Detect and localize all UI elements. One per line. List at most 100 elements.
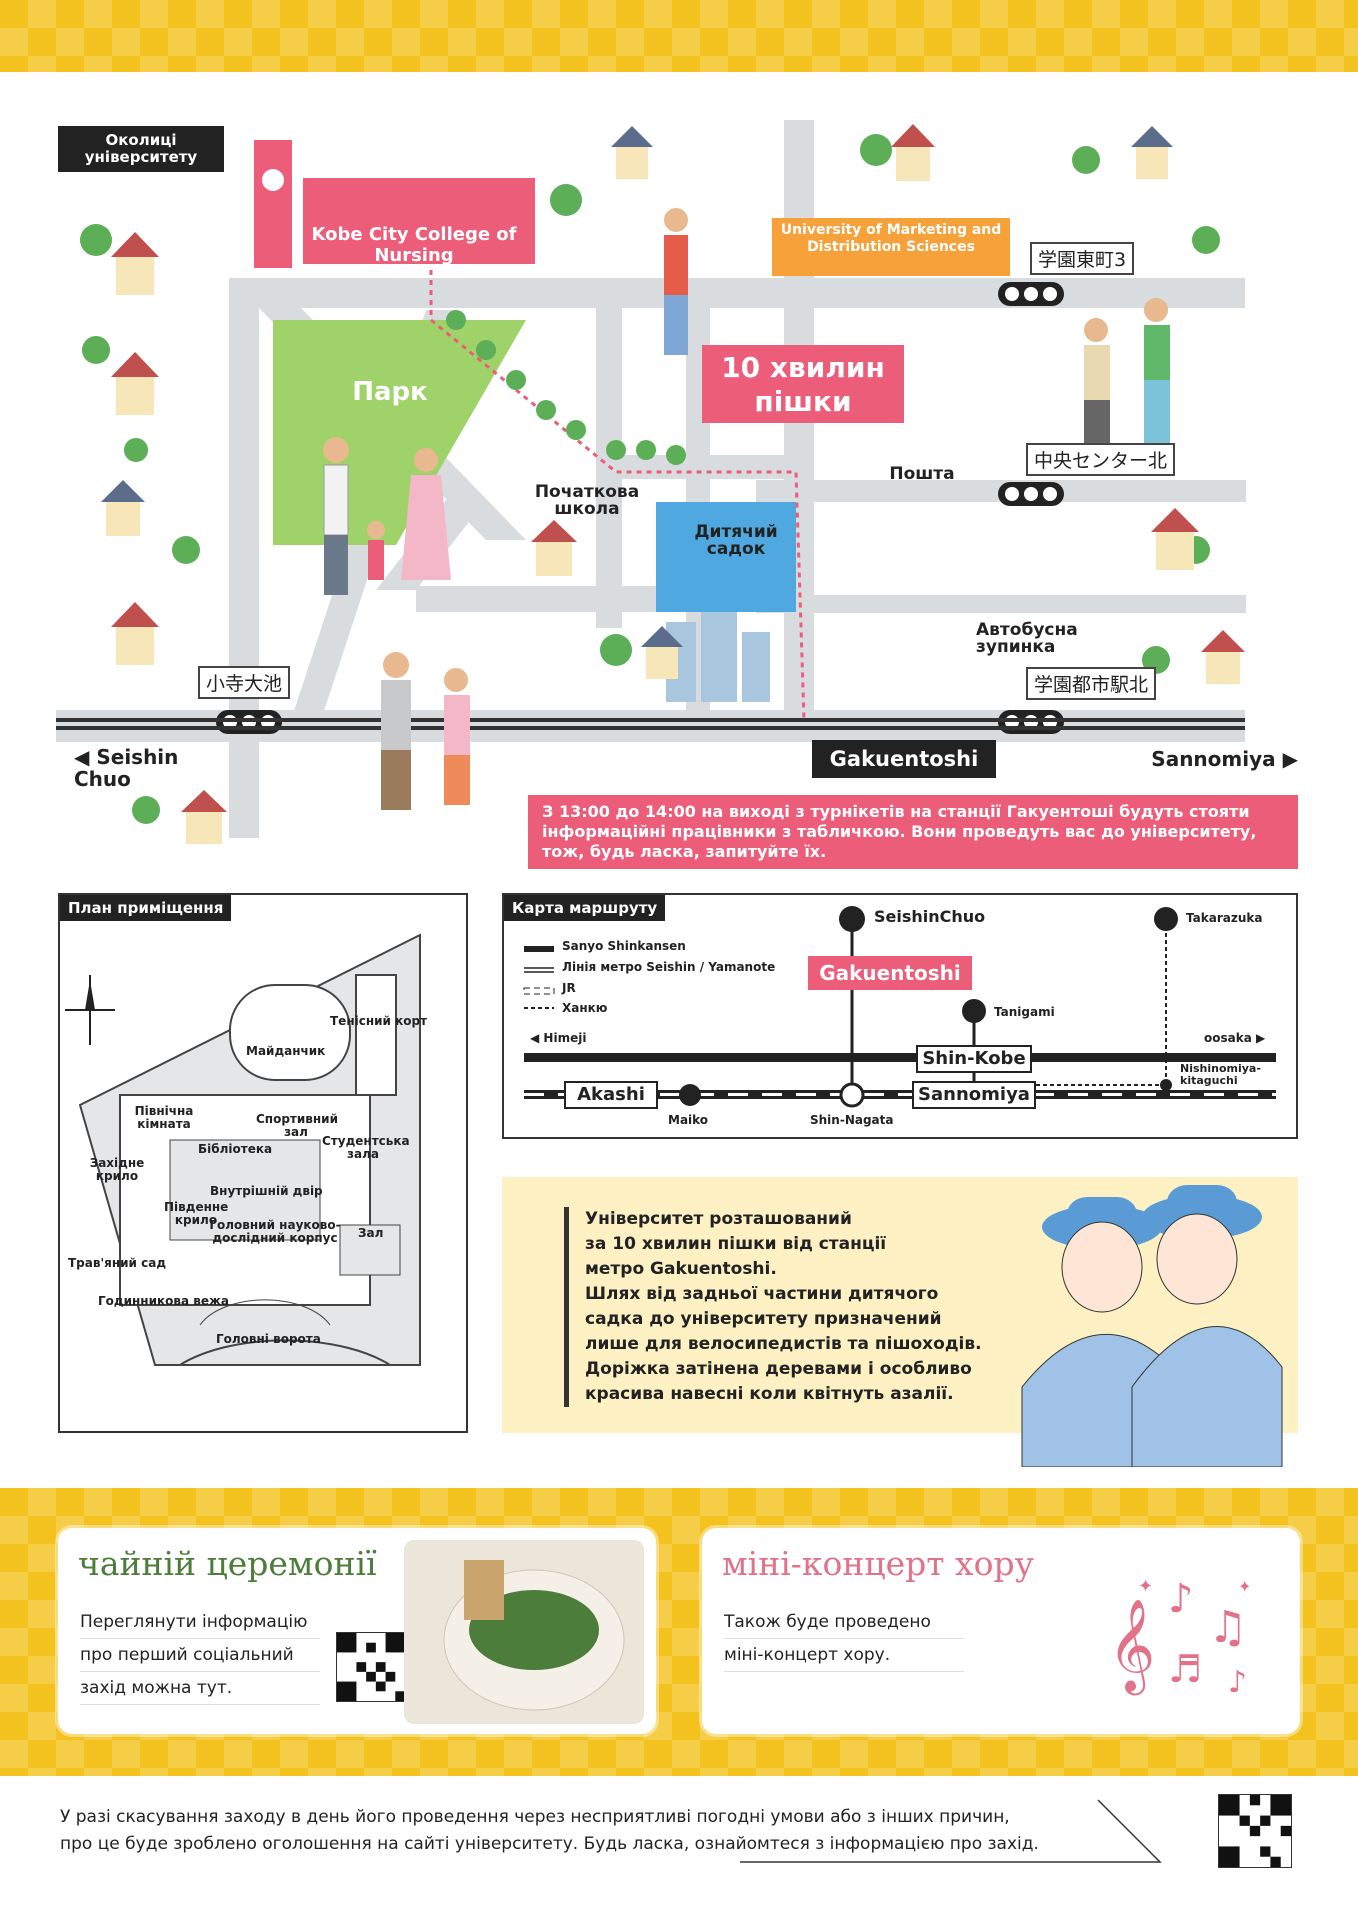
tea-line: про перший соціальний <box>80 1639 320 1672</box>
station-tanigami: Tanigami <box>994 1005 1055 1019</box>
south-wing-label: Південне крило <box>164 1200 229 1227</box>
railway-line-bottom <box>56 726 1245 730</box>
footer-line: про це буде зроблено оголошення на сайті… <box>60 1834 1039 1854</box>
road-bus <box>756 595 1246 613</box>
west-arrow-icon: ◀ <box>74 745 97 769</box>
info-line: Університет розташований <box>585 1209 852 1229</box>
sign-chuo-center: 中央センター北 <box>1026 443 1176 476</box>
station-shinkobe: Shin-Kobe <box>916 1045 1032 1073</box>
railway-line-top <box>56 718 1245 722</box>
neighborhood-map <box>56 120 1246 844</box>
svg-text:♬: ♬ <box>1168 1647 1202 1691</box>
road-west <box>229 278 259 838</box>
legend-jr: JR <box>562 981 576 995</box>
choir-title: міні-концерт хору <box>722 1544 1035 1583</box>
choir-body: Також буде проведено міні-концерт хору. <box>724 1606 964 1672</box>
sign-gakuen-toshi: 学園都市駅北 <box>1026 667 1157 700</box>
main-gate-label: Головні ворота <box>216 1332 321 1346</box>
park-label: Парк <box>352 377 428 407</box>
station-akashi: Akashi <box>564 1081 658 1109</box>
area-tag: Околиці університету <box>58 126 224 172</box>
floor-plan-drawing <box>65 933 421 1366</box>
info-line: за 10 хвилин пішки від станції <box>585 1234 887 1254</box>
hall-label: Зал <box>358 1226 384 1240</box>
tea-body: Переглянути інформацію про перший соціал… <box>80 1606 320 1705</box>
dir-oosaka: oosaka ▶ <box>1204 1031 1266 1045</box>
svg-text:♪: ♪ <box>1228 1665 1247 1700</box>
library-label: Бібліотека <box>198 1142 273 1156</box>
route-map-panel: Карта маршруту Sanyo Shinkansen Лінія ме… <box>502 893 1298 1139</box>
svg-text:✦: ✦ <box>1238 1577 1251 1596</box>
school-label: Початкова школа <box>534 482 640 519</box>
svg-text:✦: ✦ <box>1138 1576 1153 1597</box>
staff-notice: З 13:00 до 14:00 на виході з турнікетів … <box>528 795 1298 869</box>
floor-plan-tag: План приміщення <box>60 895 232 921</box>
music-notes-icon: 𝄞 ♪ ♫ ♬ ♪ ✦ ✦ <box>1108 1576 1251 1700</box>
west-station-label: ◀ Seishin Chuo <box>74 745 179 791</box>
walk-time-label: 10 хвилин пішки <box>702 345 904 423</box>
north-room-label: Північна кімната <box>134 1104 194 1131</box>
route-map-tag: Карта маршруту <box>504 895 666 921</box>
post-office-label: Пошта <box>889 464 955 484</box>
qr-icon <box>1219 1795 1291 1867</box>
footer-arrow-line <box>740 1799 1162 1863</box>
svg-text:♫: ♫ <box>1208 1602 1247 1653</box>
info-line: красива навесні коли квітнуть азалії. <box>585 1384 954 1404</box>
info-line: лише для велосипедистів та пішоходів. <box>585 1334 982 1354</box>
college-label: Kobe City College of Nursing <box>311 224 517 266</box>
tea-ceremony-card: чайній церемонії Переглянути інформацію … <box>58 1528 656 1734</box>
station-seishinchuo: SeishinChuo <box>874 907 986 926</box>
svg-text:♪: ♪ <box>1168 1576 1194 1622</box>
east-station-label: Sannomiya ▶ <box>1151 747 1298 771</box>
cancellation-notice: У разі скасування заходу в день його про… <box>60 1804 1039 1858</box>
tea-photo <box>404 1540 644 1724</box>
commercial-label: Комерційні об'єкти <box>825 548 937 585</box>
tea-line: Переглянути інформацію <box>80 1606 320 1639</box>
west-wing-label: Західне крило <box>89 1156 145 1183</box>
college-building <box>303 178 535 264</box>
footer-line: У разі скасування заходу в день його про… <box>60 1807 1010 1827</box>
lawn-label: Трав'яний сад <box>68 1256 167 1270</box>
access-info-box: Університет розташований за 10 хвилин пі… <box>502 1177 1298 1467</box>
courtyard-label: Внутрішній двір <box>210 1184 323 1198</box>
gym-label: Спортивний зал <box>256 1112 338 1139</box>
info-line: Шлях від задньої частини дитячого <box>585 1284 939 1304</box>
clock-tower <box>254 140 292 268</box>
dir-himeji: ◀ Himeji <box>530 1031 587 1045</box>
sign-kodera: 小寺大池 <box>198 666 291 699</box>
choir-concert-card: міні-концерт хору Також буде проведено м… <box>702 1528 1300 1734</box>
oosaka-arrow-icon: ▶ <box>1251 1031 1266 1045</box>
sign-gakuen-higashi: 学園東町3 <box>1030 242 1135 275</box>
footer-qr-code[interactable] <box>1218 1794 1292 1868</box>
route-map-drawing <box>523 906 1276 1108</box>
tea-title: чайній церемонії <box>78 1544 377 1583</box>
access-info-text: Університет розташований за 10 хвилин пі… <box>564 1207 994 1407</box>
info-line: садка до університету призначений <box>585 1309 942 1329</box>
station-maiko: Maiko <box>668 1113 709 1127</box>
walking-route <box>429 270 806 721</box>
station-shinnagata: Shin-Nagata <box>810 1113 894 1127</box>
students-illustration <box>1021 1185 1283 1467</box>
tennis-label: Тенісний корт <box>330 1014 428 1028</box>
qr-icon <box>337 1633 405 1701</box>
decor-houses <box>101 124 1245 844</box>
legend-hankyu: Ханкю <box>562 1001 608 1015</box>
road-north <box>229 278 1245 308</box>
tea-line: захід можна тут. <box>80 1672 320 1705</box>
choir-line: міні-концерт хору. <box>724 1639 964 1672</box>
floor-plan-panel: План приміщення Тенісний корт Майданчик … <box>58 893 468 1433</box>
commercial-towers <box>666 612 770 702</box>
himeji-arrow-icon: ◀ <box>530 1031 544 1045</box>
station-takarazuka: Takarazuka <box>1186 911 1263 925</box>
commercial-block <box>656 502 796 612</box>
info-line: Доріжка затінена деревами і особливо <box>585 1359 972 1379</box>
student-hall-label: Студентська зала <box>322 1134 410 1161</box>
main-building-label: Головний науково-дослідний корпус <box>209 1218 341 1245</box>
legend-subway: Лінія метро Seishin / Yamanote <box>562 960 776 974</box>
road-east-vertical <box>784 120 814 740</box>
clock-tower-label: Годинникова вежа <box>98 1294 230 1308</box>
svg-text:𝄞: 𝄞 <box>1108 1598 1155 1695</box>
field-label: Майданчик <box>246 1044 326 1058</box>
tea-qr-code[interactable] <box>336 1632 406 1702</box>
top-pattern-band <box>0 0 1358 72</box>
